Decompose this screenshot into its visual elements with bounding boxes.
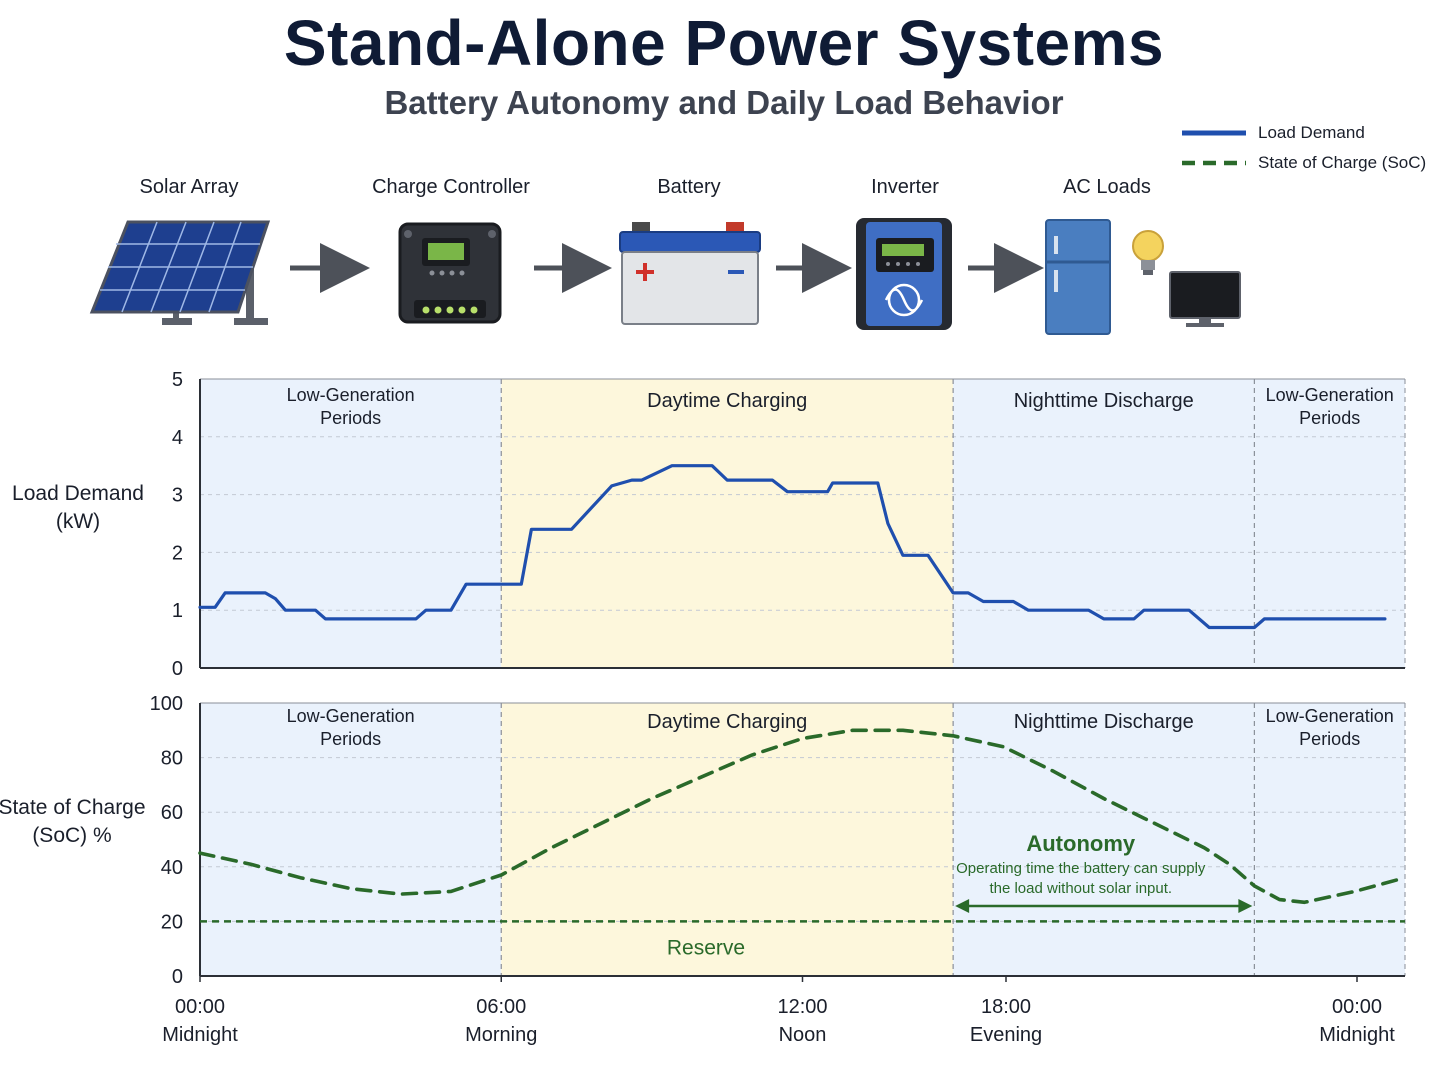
page-title: Stand-Alone Power Systems — [283, 7, 1165, 79]
y-tick-label: 2 — [172, 542, 183, 564]
component-label-controller: Charge Controller — [372, 176, 530, 198]
band-label: Daytime Charging — [647, 711, 807, 733]
legend: Load Demand State of Charge (SoC) — [1182, 118, 1442, 178]
system-diagram — [89, 218, 1241, 335]
band-label: Periods — [1299, 729, 1360, 749]
period-band — [1254, 703, 1405, 976]
y-tick-label: 60 — [161, 802, 183, 824]
y-tick-label: 80 — [161, 748, 183, 770]
reserve-label: Reserve — [667, 936, 745, 959]
y-axis-label: Load Demand — [12, 482, 144, 505]
y-tick-label: 3 — [172, 485, 183, 507]
component-label-inverter: Inverter — [871, 176, 939, 198]
x-tick-label: 00:00 — [1332, 996, 1382, 1018]
x-tick-sublabel: Midnight — [1319, 1024, 1395, 1046]
y-tick-label: 100 — [150, 693, 183, 715]
autonomy-arrowhead-right — [1238, 899, 1253, 913]
x-tick-label: 18:00 — [981, 996, 1031, 1018]
autonomy-description: Operating time the battery can supply — [956, 860, 1206, 877]
y-tick-label: 4 — [172, 427, 183, 449]
load-demand-line — [198, 464, 1387, 630]
component-label-battery: Battery — [657, 176, 721, 198]
x-tick-sublabel: Noon — [779, 1024, 827, 1046]
legend-soc-label: State of Charge (SoC) — [1258, 153, 1427, 172]
autonomy-title: Autonomy — [1026, 831, 1136, 856]
soc-line — [198, 728, 1407, 905]
inverter-icon — [856, 218, 952, 330]
legend-load-swatch — [1182, 130, 1246, 136]
legend-item-load: Load Demand — [1182, 118, 1442, 148]
legend-item-soc: State of Charge (SoC) — [1182, 148, 1442, 178]
autonomy-arrowhead-left — [955, 899, 970, 913]
period-band — [501, 703, 954, 976]
y-tick-label: 5 — [172, 369, 183, 391]
x-tick-label: 06:00 — [476, 996, 526, 1018]
period-band — [501, 379, 954, 668]
y-tick-label: 20 — [161, 911, 183, 933]
band-label: Periods — [320, 408, 381, 428]
y-tick-label: 0 — [172, 966, 183, 988]
legend-soc-swatch — [1182, 160, 1246, 166]
y-tick-label: 40 — [161, 857, 183, 879]
page-subtitle: Battery Autonomy and Daily Load Behavior — [384, 84, 1064, 121]
band-label: Daytime Charging — [647, 390, 807, 412]
appliances-icon — [1045, 219, 1241, 335]
y-axis-label: (SoC) % — [32, 824, 111, 847]
y-tick-label: 0 — [172, 658, 183, 680]
band-label: Low-Generation — [1266, 706, 1394, 726]
y-axis-label: State of Charge — [0, 796, 146, 819]
battery-icon — [619, 222, 761, 325]
x-tick-label: 12:00 — [777, 996, 827, 1018]
legend-load-label: Load Demand — [1258, 123, 1365, 142]
y-axis-label: (kW) — [56, 510, 100, 533]
x-tick-sublabel: Morning — [465, 1024, 537, 1046]
component-label-solar: Solar Array — [139, 176, 239, 198]
band-label: Periods — [1299, 408, 1360, 428]
period-band — [953, 703, 1255, 976]
period-band — [200, 703, 502, 976]
y-tick-label: 1 — [172, 600, 183, 622]
x-tick-sublabel: Midnight — [162, 1024, 238, 1046]
component-label-loads: AC Loads — [1063, 176, 1151, 198]
x-tick-label: 00:00 — [175, 996, 225, 1018]
period-band — [953, 379, 1255, 668]
autonomy-description: the load without solar input. — [989, 880, 1172, 897]
band-label: Low-Generation — [287, 706, 415, 726]
charge-controller-icon — [398, 222, 502, 324]
band-label: Nighttime Discharge — [1014, 390, 1194, 412]
band-label: Periods — [320, 729, 381, 749]
x-tick-sublabel: Evening — [970, 1024, 1042, 1046]
band-label: Low-Generation — [1266, 385, 1394, 405]
solar-panel-icon — [89, 220, 271, 325]
band-label: Nighttime Discharge — [1014, 711, 1194, 733]
band-label: Low-Generation — [287, 385, 415, 405]
